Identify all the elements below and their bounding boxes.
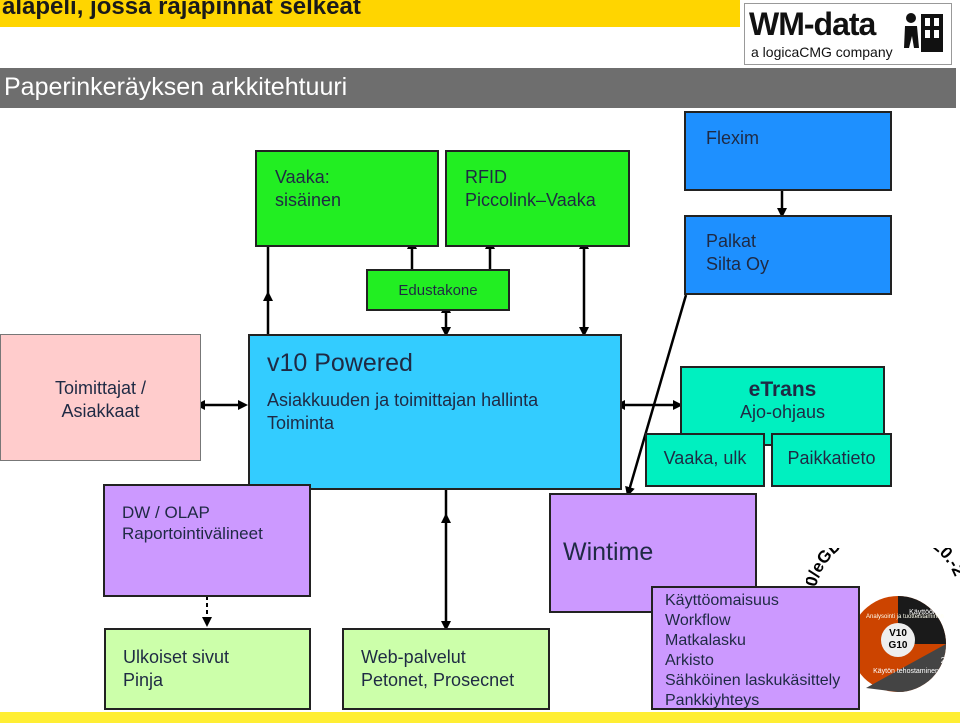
vaaka-line2: sisäinen (275, 190, 342, 210)
paikkatieto-box: Paikkatieto (771, 433, 892, 487)
logo-wordmark: WM-data (749, 6, 876, 42)
flexim-label: Flexim (706, 128, 759, 148)
v10-line1: Asiakkuuden ja toimittajan hallinta (267, 390, 539, 410)
ulkoiset-line2: Pinja (123, 670, 164, 690)
edustakone-label: Edustakone (398, 282, 478, 299)
logo-figure-icon (904, 13, 943, 52)
rfid-box: RFID Piccolink–Vaaka (445, 150, 630, 247)
web-line1: Web-palvelut (361, 647, 466, 667)
web-palvelut-box: Web-palvelut Petonet, Prosecnet (342, 628, 550, 710)
toimittajat-box: Toimittajat / Asiakkaat (0, 334, 201, 461)
ulkoiset-line1: Ulkoiset sivut (123, 647, 230, 667)
etrans-line1: Ajo-ohjaus (739, 402, 826, 422)
dw-line1: DW / OLAP (122, 503, 210, 522)
ulkoiset-sivut-box: Ulkoiset sivut Pinja (104, 628, 311, 710)
badge-right-top: Käyttöön-otto (909, 609, 951, 616)
palkat-box: Palkat Silta Oy (684, 215, 892, 295)
rfid-line1: RFID (465, 167, 507, 187)
banner-text: alapeli, jossa rajapinnat selkeat (2, 0, 361, 20)
dw-olap-box: DW / OLAP Raportointivälineet (103, 484, 311, 597)
badge-bottom: Käytön tehostaminen (873, 668, 939, 675)
top-banner: alapeli, jossa rajapinnat selkeat (0, 0, 740, 27)
edustakone-box: Edustakone (366, 269, 510, 311)
vaaka-ulk-box: Vaaka, ulk (645, 433, 765, 487)
list-item: Käyttöomaisuus (665, 592, 779, 609)
v10-powered-box: v10 Powered Asiakkuuden ja toimittajan h… (248, 334, 622, 490)
etrans-box: eTrans Ajo-ohjaus (680, 366, 885, 446)
bottom-strip (0, 712, 960, 723)
kaytto-list-box: Käyttöomaisuus Workflow Matkalasku Arkis… (651, 586, 860, 710)
list-item: Arkisto (665, 652, 714, 669)
flexim-box: Flexim (684, 111, 892, 191)
toimittajat-line2: Asiakkaat (61, 401, 140, 421)
palkat-line1: Palkat (706, 231, 757, 251)
badge-num1: 1 (908, 583, 913, 592)
dw-line2: Raportointivälineet (122, 524, 263, 543)
paikkatieto-label: Paikkatieto (787, 448, 876, 468)
web-line2: Petonet, Prosecnet (361, 670, 515, 690)
badge-v10: V10 (889, 628, 907, 639)
palkat-line2: Silta Oy (706, 254, 770, 274)
title-bar: Paperinkeräyksen arkkitehtuuri (0, 68, 956, 108)
vaaka-line1: Vaaka: (275, 167, 330, 187)
badge-left-top: Analysointi ja tuotteistaminen (866, 614, 944, 620)
list-item: Workflow (665, 612, 731, 629)
wintime-title: Wintime (563, 538, 654, 566)
page-title: Paperinkeräyksen arkkitehtuuri (4, 73, 348, 101)
list-item: Sähköinen laskukäsittely (665, 672, 841, 689)
company-logo: WM-data a logicaCMG company (744, 3, 952, 65)
badge-g10: G10 (889, 640, 908, 651)
rfid-line2: Piccolink–Vaaka (465, 190, 596, 210)
etrans-title: eTrans (748, 378, 817, 401)
toimittajat-line1: Toimittajat / (54, 378, 147, 398)
v10-title: v10 Powered (267, 349, 413, 377)
vaaka-sisainen-box: Vaaka: sisäinen (255, 150, 439, 247)
list-item: Matkalasku (665, 632, 746, 649)
badge-num2: 2 (941, 656, 946, 665)
vaaka-ulk-label: Vaaka, ulk (663, 448, 747, 468)
v10-line2: Toiminta (267, 413, 335, 433)
logo-tagline: a logicaCMG company (751, 44, 893, 60)
list-item: Pankkiyhteys (665, 692, 760, 709)
